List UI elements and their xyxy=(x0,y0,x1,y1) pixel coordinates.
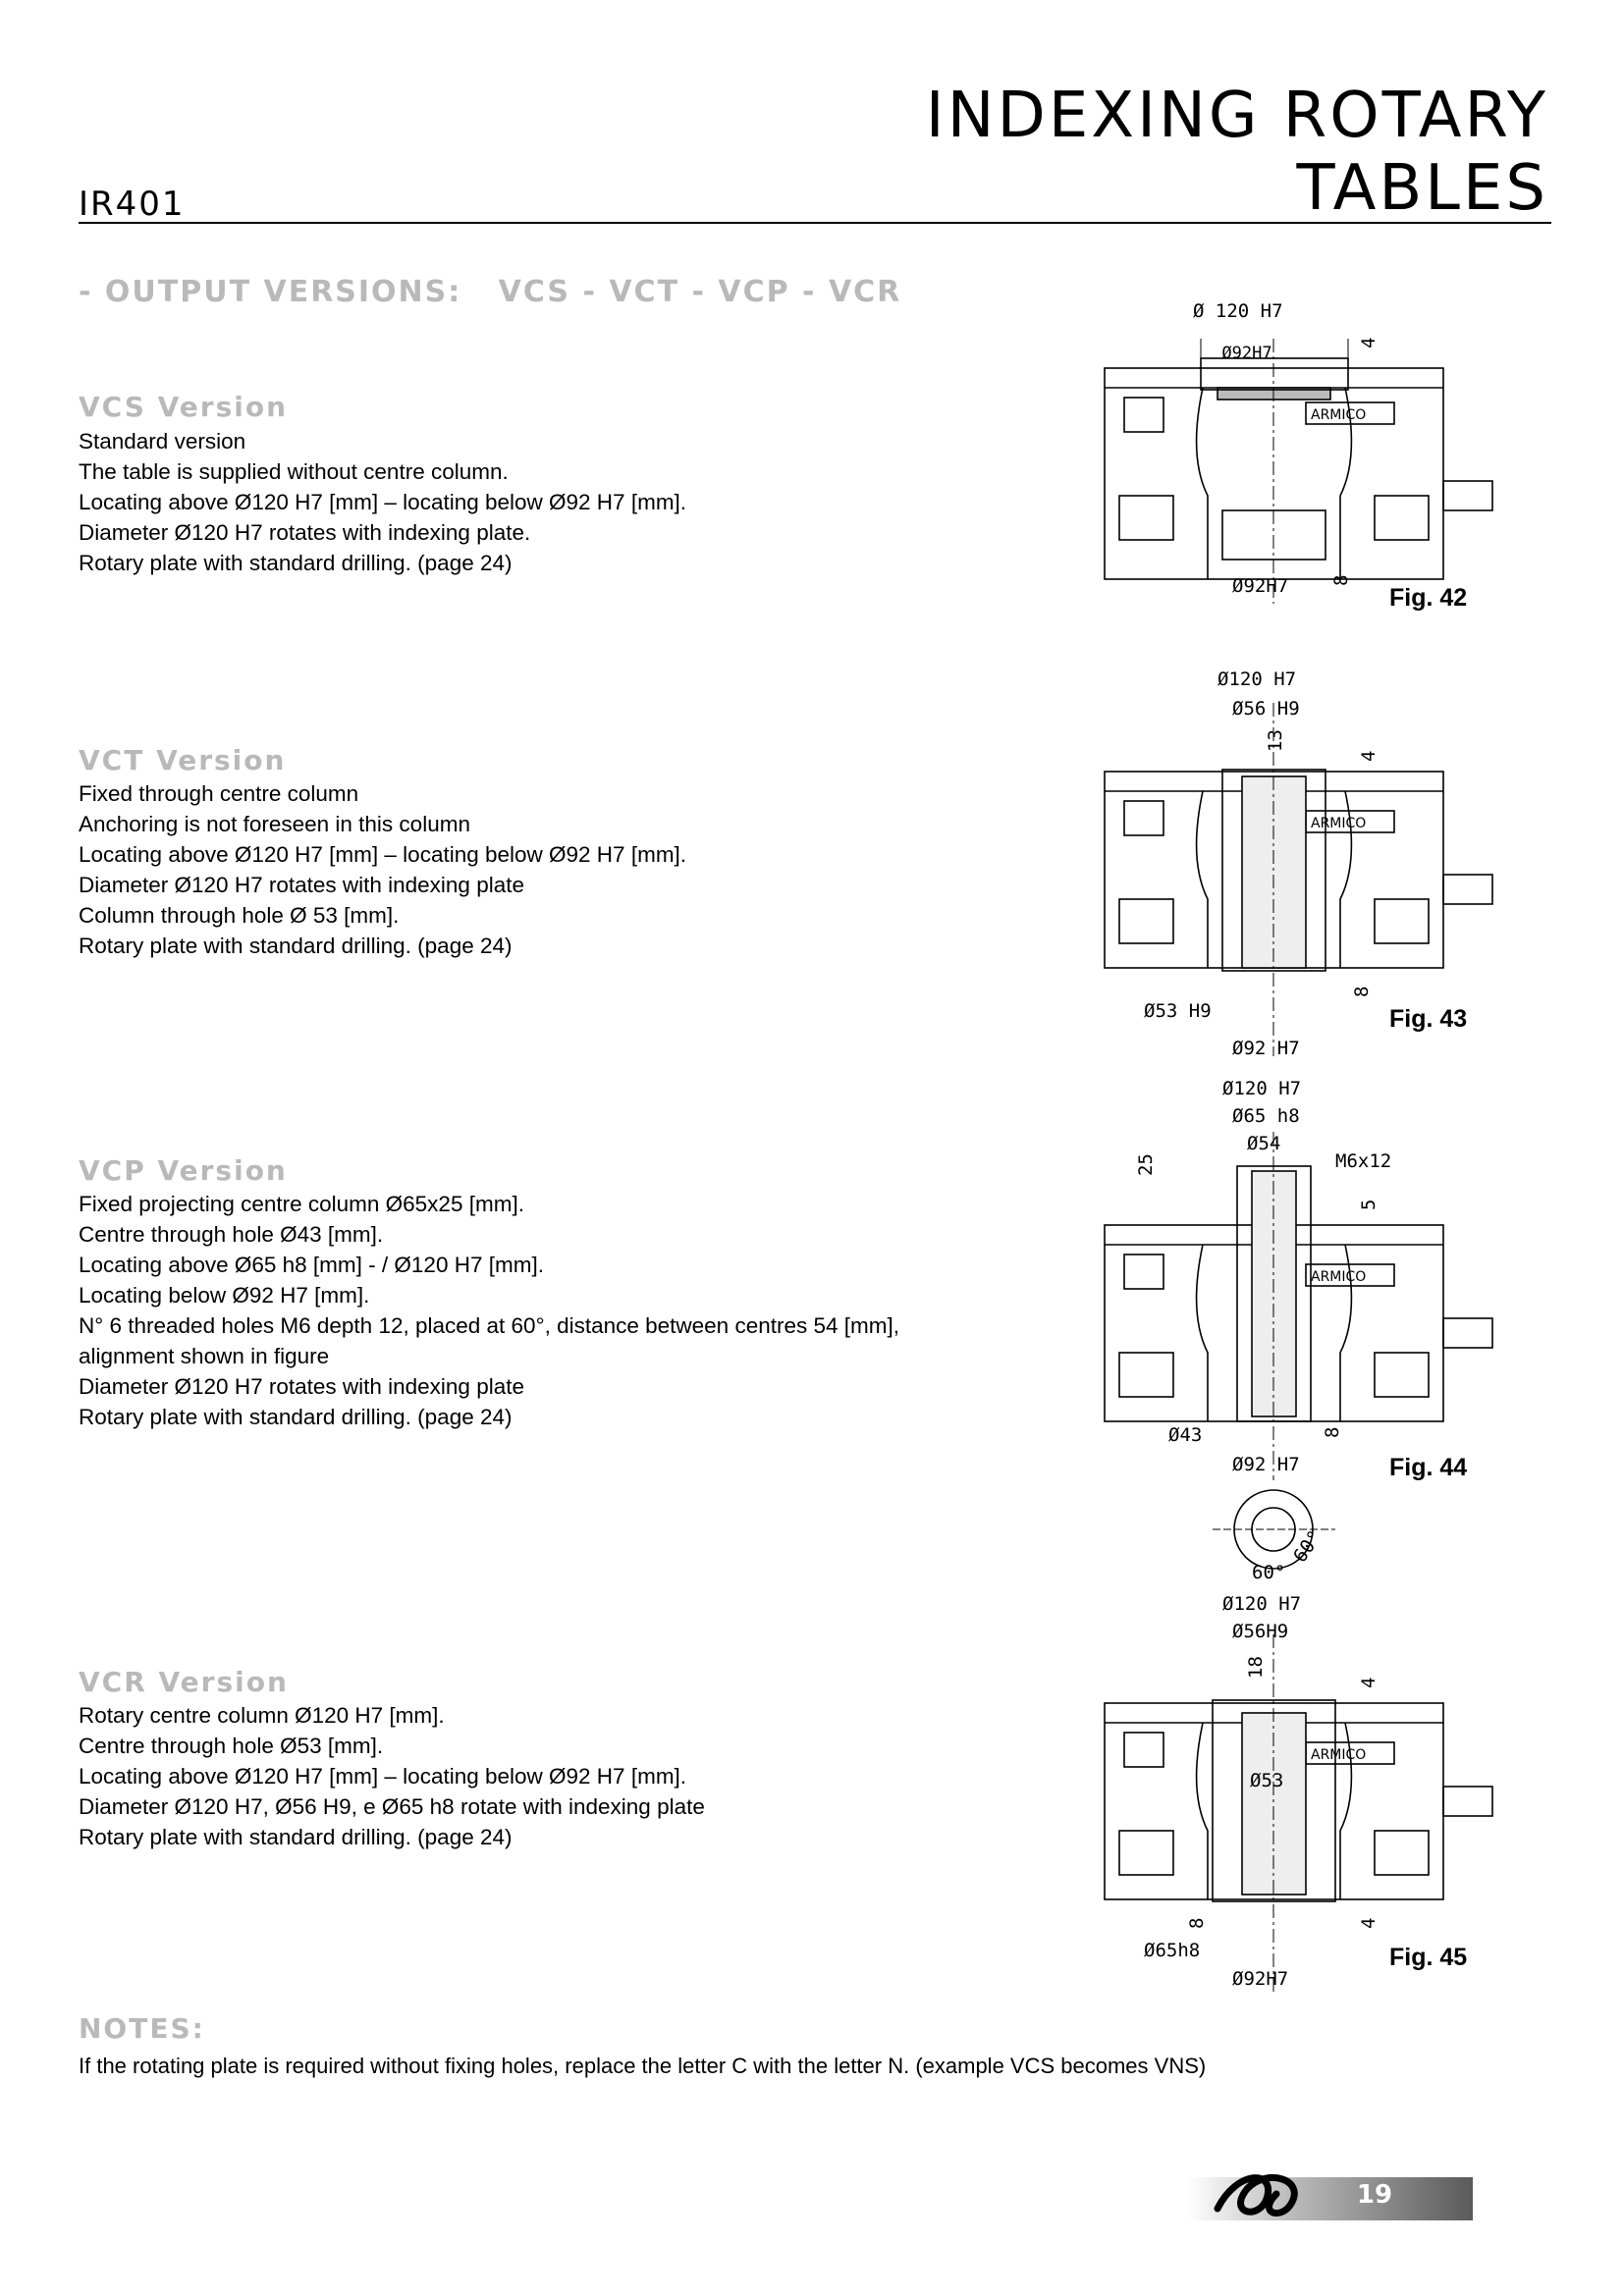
fig44-dim-1: Ø65 h8 xyxy=(1232,1105,1300,1127)
fig43-dim-2: 13 xyxy=(1265,729,1286,752)
fig42-dim-1: Ø92H7 xyxy=(1221,344,1271,363)
fig43-brand: ARMICO xyxy=(1311,816,1366,831)
fig42-dim-2: Ø92H7 xyxy=(1232,575,1288,597)
vcr-line: Rotary plate with standard drilling. (pa… xyxy=(79,1825,513,1849)
vcr-description: Rotary centre column Ø120 H7 [mm]. Centr… xyxy=(79,1700,705,1852)
fig44-dim-2: Ø54 xyxy=(1247,1133,1280,1154)
document-title-line1: INDEXING ROTARY xyxy=(925,80,1548,152)
fig43-dim-6: Ø92 H7 xyxy=(1232,1038,1300,1059)
notes-title: NOTES: xyxy=(79,2012,205,2045)
fig42-label: Fig. 42 xyxy=(1389,584,1467,612)
fig42-dim-0: Ø 120 H7 xyxy=(1193,300,1283,322)
model-code: IR401 xyxy=(79,185,186,224)
fig45-dim-6: 4 xyxy=(1358,1918,1380,1929)
vcs-line: Standard version xyxy=(79,429,246,454)
fig44-dim-7: 8 xyxy=(1322,1427,1343,1438)
vcr-line: Diameter Ø120 H7, Ø56 H9, e Ø65 h8 rotat… xyxy=(79,1794,705,1819)
fig45-dim-2: 18 xyxy=(1245,1656,1267,1679)
fig45-dim-7: Ø65h8 xyxy=(1144,1940,1200,1961)
vct-line: Rotary plate with standard drilling. (pa… xyxy=(79,934,513,958)
vct-line: Anchoring is not foreseen in this column xyxy=(79,812,470,836)
vcs-line: Locating above Ø120 H7 [mm] – locating b… xyxy=(79,490,687,514)
fig43-dim-1: Ø56 H9 xyxy=(1232,698,1300,720)
output-versions-heading: - OUTPUT VERSIONS: VCS - VCT - VCP - VCR xyxy=(79,275,902,309)
vct-description: Fixed through centre column Anchoring is… xyxy=(79,778,686,961)
vcs-line: Rotary plate with standard drilling. (pa… xyxy=(79,551,513,575)
fig45-dim-0: Ø120 H7 xyxy=(1222,1593,1301,1615)
fig44-dim-3: 25 xyxy=(1135,1153,1157,1176)
vcp-line: Diameter Ø120 H7 rotates with indexing p… xyxy=(79,1374,524,1399)
fig45-label: Fig. 45 xyxy=(1389,1944,1467,1971)
fig42-brand: ARMICO xyxy=(1311,407,1366,423)
side-window xyxy=(1123,397,1164,433)
fig43-dim-5: 8 xyxy=(1351,987,1373,997)
vcp-line: Fixed projecting centre column Ø65x25 [m… xyxy=(79,1192,524,1216)
housing-section xyxy=(1195,387,1353,579)
fig44-dim-8: Ø92 H7 xyxy=(1232,1454,1300,1475)
fig45-dim-1: Ø56H9 xyxy=(1232,1621,1288,1642)
vct-line: Column through hole Ø 53 [mm]. xyxy=(79,903,400,928)
rotary-column xyxy=(1212,1699,1336,1902)
vct-section-title: VCT Version xyxy=(79,744,287,776)
fig45-dim-3: 4 xyxy=(1358,1678,1380,1688)
vcs-description: Standard version The table is supplied w… xyxy=(79,426,686,578)
vct-line: Locating above Ø120 H7 [mm] – locating b… xyxy=(79,842,687,867)
vcp-line: Locating above Ø65 h8 [mm] - / Ø120 H7 [… xyxy=(79,1253,544,1277)
fig42-dim-4: 8 xyxy=(1330,575,1352,586)
fig43-drawing: Ø120 H7 Ø56 H9 13 4 Ø53 H9 8 Ø92 H7 ARMI… xyxy=(1095,664,1527,1066)
notes-text: If the rotating plate is required withou… xyxy=(79,2054,1207,2078)
fig44-dim-0: Ø120 H7 xyxy=(1222,1078,1301,1099)
fig45-dim-5: 8 xyxy=(1186,1918,1208,1929)
fig42-dim-3: 4 xyxy=(1358,338,1380,348)
fig44-dim-9: 60° xyxy=(1252,1562,1285,1583)
fig45-dim-4: Ø53 xyxy=(1250,1770,1283,1791)
fig44-label: Fig. 44 xyxy=(1389,1454,1467,1481)
vcp-line: Centre through hole Ø43 [mm]. xyxy=(79,1222,384,1247)
fig44-dim-5: 5 xyxy=(1358,1200,1380,1210)
fig43-dim-3: 4 xyxy=(1358,751,1380,762)
vcr-line: Locating above Ø120 H7 [mm] – locating b… xyxy=(79,1764,687,1789)
vcp-line: Rotary plate with standard drilling. (pa… xyxy=(79,1405,513,1429)
vct-line: Fixed through centre column xyxy=(79,781,359,806)
fig43-label: Fig. 43 xyxy=(1389,1005,1467,1033)
page-number: 19 xyxy=(1356,2180,1393,2210)
vcp-description: Fixed projecting centre column Ø65x25 [m… xyxy=(79,1189,899,1432)
fig42-drawing: Ø92H7 Ø 120 H7 4 Ø92H7 8 ARMICO Fig. 42 xyxy=(1095,299,1527,614)
fig45-dim-8: Ø92H7 xyxy=(1232,1968,1288,1990)
fig44-dim-4: M6x12 xyxy=(1335,1150,1391,1172)
fig44-drawing: Ø120 H7 Ø65 h8 Ø54 25 M6x12 5 Ø43 8 Ø92 … xyxy=(1095,1073,1527,1583)
fig44-brand: ARMICO xyxy=(1311,1269,1366,1285)
vcr-section-title: VCR Version xyxy=(79,1666,289,1698)
vcs-section-title: VCS Version xyxy=(79,391,289,423)
drive-shaft xyxy=(1442,480,1493,511)
fig45-brand: ARMICO xyxy=(1311,1747,1366,1763)
fig45-drawing: Ø120 H7 Ø56H9 18 4 Ø53 8 4 Ø65h8 Ø92H7 A… xyxy=(1095,1590,1527,2002)
vcr-line: Rotary centre column Ø120 H7 [mm]. xyxy=(79,1703,445,1728)
vct-line: Diameter Ø120 H7 rotates with indexing p… xyxy=(79,873,524,897)
top-spigot xyxy=(1200,357,1349,391)
vcs-line: Diameter Ø120 H7 rotates with indexing p… xyxy=(79,520,531,545)
vcp-section-title: VCP Version xyxy=(79,1154,288,1187)
brand-logo-icon xyxy=(1214,2173,1298,2216)
vcr-line: Centre through hole Ø53 [mm]. xyxy=(79,1734,384,1758)
vcp-line: alignment shown in figure xyxy=(79,1344,330,1368)
vcs-line: The table is supplied without centre col… xyxy=(79,459,509,484)
document-title-line2: TABLES xyxy=(1296,152,1548,225)
header-rule xyxy=(79,222,1551,224)
fig43-dim-4: Ø53 H9 xyxy=(1144,1000,1212,1022)
fig43-dim-0: Ø120 H7 xyxy=(1217,668,1296,690)
vcp-line: Locating below Ø92 H7 [mm]. xyxy=(79,1283,370,1308)
fig44-dim-6: Ø43 xyxy=(1168,1424,1202,1446)
vcp-line: N° 6 threaded holes M6 depth 12, placed … xyxy=(79,1313,899,1338)
